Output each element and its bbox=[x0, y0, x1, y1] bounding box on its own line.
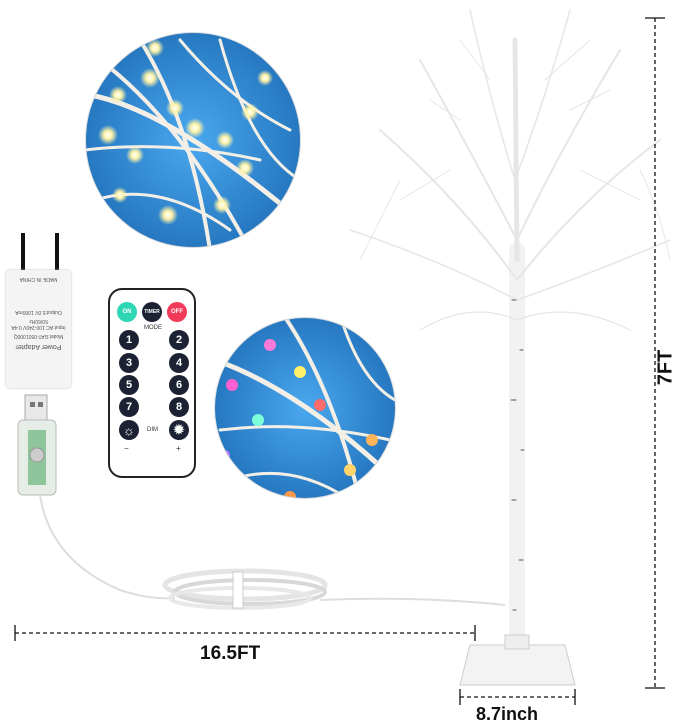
mode-3-button[interactable]: 3 bbox=[119, 353, 139, 373]
mode-6-button[interactable]: 6 bbox=[169, 375, 189, 395]
dim-label: DIM bbox=[147, 427, 158, 433]
adapter-input: Input:AC 100-240V 0.4A 50/60Hz bbox=[11, 318, 66, 330]
mode-7-button[interactable]: 7 bbox=[119, 397, 139, 417]
adapter-output: Output:5.0V 1000mA bbox=[15, 309, 62, 315]
off-button[interactable]: OFF bbox=[167, 302, 187, 322]
usb-controller bbox=[17, 394, 57, 496]
mode-1-button[interactable]: 1 bbox=[119, 330, 139, 350]
adapter-model: Model:GAT-0501000Q bbox=[13, 333, 64, 339]
adapter-label: Power Adapter bbox=[15, 343, 62, 350]
remote-control: ON TIMER OFF MODE 1 2 3 4 5 6 7 8 ☼ DIM … bbox=[108, 288, 196, 478]
warm-light-closeup bbox=[85, 32, 301, 248]
mode-label: MODE bbox=[144, 325, 162, 331]
mode-2-button[interactable]: 2 bbox=[169, 330, 189, 350]
mode-5-button[interactable]: 5 bbox=[119, 375, 139, 395]
cable-length-label: 16.5FT bbox=[200, 643, 261, 664]
adapter-prongs bbox=[21, 233, 59, 271]
dim-minus-label: − bbox=[124, 444, 129, 453]
power-adapter: Power Adapter Model:GAT-0501000Q Input:A… bbox=[6, 270, 71, 388]
multicolor-light-closeup bbox=[214, 317, 396, 499]
on-button[interactable]: ON bbox=[117, 302, 137, 322]
base-width-label: 8.7inch bbox=[476, 704, 539, 724]
power-cable bbox=[39, 494, 506, 610]
mode-8-button[interactable]: 8 bbox=[169, 397, 189, 417]
height-label: 7FT bbox=[654, 349, 677, 386]
adapter-label-text: Power Adapter Model:GAT-0501000Q Input:A… bbox=[8, 276, 69, 350]
dimension-lines bbox=[15, 18, 656, 698]
dim-down-button[interactable]: ☼ bbox=[119, 420, 139, 440]
timer-button[interactable]: TIMER bbox=[142, 302, 162, 322]
dim-up-button[interactable]: ✹ bbox=[169, 420, 189, 440]
mode-4-button[interactable]: 4 bbox=[169, 353, 189, 373]
birch-tree bbox=[349, 9, 671, 648]
adapter-made-in: MADE IN CHINA bbox=[19, 276, 58, 282]
dim-plus-label: + bbox=[176, 444, 181, 453]
tree-base bbox=[459, 634, 576, 686]
